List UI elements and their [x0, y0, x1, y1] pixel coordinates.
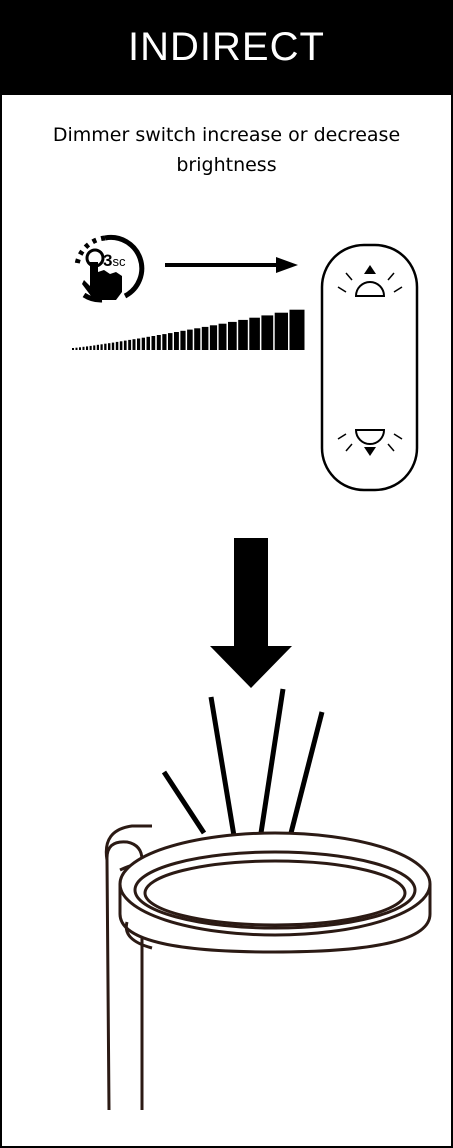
ramp-bar	[132, 339, 136, 350]
dimmer-switch-icon	[320, 243, 419, 492]
ramp-bar	[187, 329, 193, 350]
arrow-down-icon	[210, 538, 292, 688]
ramp-bar	[119, 341, 123, 350]
ramp-bar	[82, 346, 85, 350]
ramp-bar	[238, 319, 248, 350]
ramp-bar	[115, 341, 119, 350]
ramp-bar	[111, 342, 115, 350]
press-duration-label: 3sc	[103, 251, 126, 270]
ramp-bar	[151, 336, 156, 350]
ramp-bar	[249, 317, 260, 350]
ramp-bar	[86, 346, 89, 350]
arrow-right-icon	[165, 257, 298, 273]
ramp-bar	[228, 321, 237, 350]
light-rays-icon	[161, 688, 325, 837]
brightness-ramp-icon	[72, 309, 305, 350]
ramp-bar	[141, 337, 145, 350]
ramp-bar	[104, 343, 107, 350]
ramp-bar	[162, 334, 167, 350]
brightness-up-icon	[337, 265, 403, 297]
ramp-bar	[96, 344, 99, 350]
ramp-bar	[180, 330, 186, 350]
ramp-bar	[168, 333, 173, 350]
ramp-bar	[201, 326, 209, 350]
ramp-bar	[72, 348, 74, 350]
ramp-bar	[93, 345, 96, 350]
ramp-bar	[156, 335, 161, 350]
press-hold-3sc-icon: 3sc	[74, 234, 145, 303]
ramp-bar	[209, 325, 218, 350]
ramp-bar	[108, 343, 111, 350]
ramp-bar	[79, 347, 81, 350]
ramp-bar	[123, 340, 127, 350]
lamp-head-icon	[104, 824, 432, 1111]
ramp-bar	[100, 344, 103, 350]
ramp-bar	[261, 315, 274, 350]
ramp-bar	[137, 338, 141, 350]
ramp-bar	[146, 336, 150, 350]
ramp-bar	[289, 309, 305, 350]
ramp-bar	[89, 345, 92, 350]
instruction-text: Dimmer switch increase or decrease brigh…	[52, 124, 401, 176]
ramp-bar	[174, 332, 179, 350]
mode-title: INDIRECT	[2, 0, 451, 95]
ramp-bar	[218, 323, 227, 350]
ramp-bar	[274, 312, 288, 350]
ramp-bar	[75, 347, 78, 350]
ramp-bar	[128, 339, 132, 350]
brightness-down-icon	[337, 429, 403, 456]
ramp-bar	[194, 328, 201, 350]
